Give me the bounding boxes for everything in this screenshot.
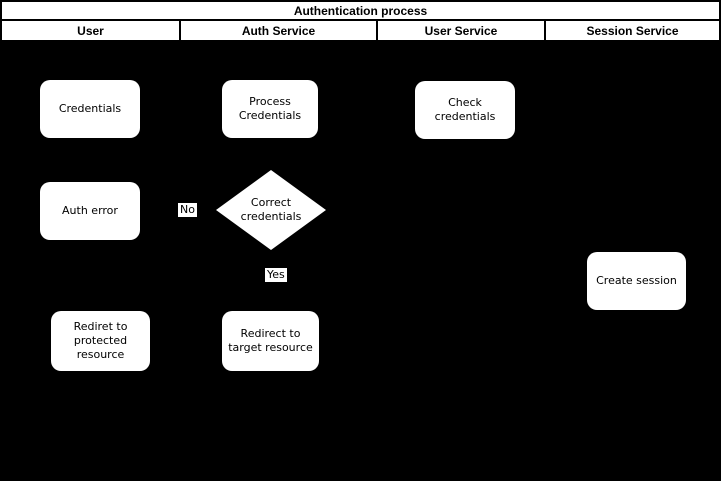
lane-header-auth-service: Auth Service (181, 21, 378, 40)
edge-label-no: No (178, 203, 197, 217)
node-redirect-target-resource: Redirect to target resource (222, 311, 319, 371)
lane-header-row: User Auth Service User Service Session S… (2, 21, 719, 40)
node-credentials: Credentials (40, 80, 140, 138)
node-create-session: Create session (587, 252, 686, 310)
edge-label-yes: Yes (265, 268, 287, 282)
lane-header-user-service: User Service (378, 21, 546, 40)
node-auth-error: Auth error (40, 182, 140, 240)
lane-header-user: User (2, 21, 181, 40)
node-check-credentials: Check credentials (415, 81, 515, 139)
lane-header-session-service: Session Service (586, 23, 679, 38)
diagram-title: Authentication process (2, 2, 719, 21)
node-redirect-protected-resource: Rediret to protected resource (51, 311, 150, 371)
node-process-credentials: Process Credentials (222, 80, 318, 138)
decision-correct-credentials: Correct credentials (216, 170, 326, 250)
swimlane-header: Authentication process User Auth Service… (0, 0, 721, 42)
